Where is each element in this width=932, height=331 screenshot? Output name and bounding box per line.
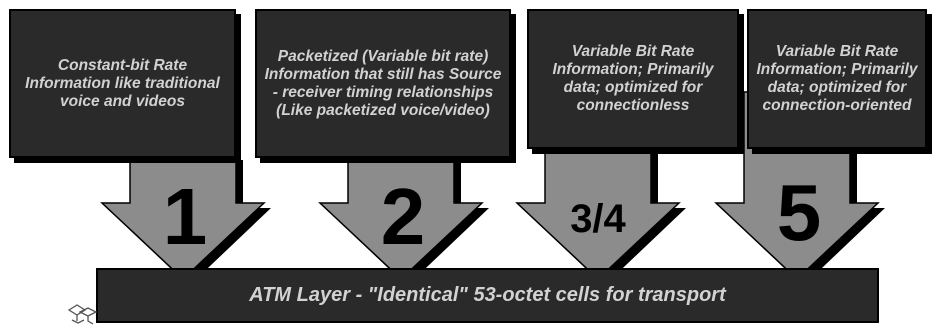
- arrow-2: [318, 155, 484, 281]
- aal2-text: Packetized (Variable bit rate) Informati…: [264, 47, 502, 119]
- aal2-box: Packetized (Variable bit rate) Informati…: [255, 9, 511, 158]
- aal1-text: Constant-bit Rate Information like tradi…: [25, 56, 220, 110]
- aal5-box: Variable Bit Rate Information; Primarily…: [747, 9, 927, 149]
- aal34-label: 3/4: [570, 197, 626, 241]
- atm-layer-bar: ATM Layer - "Identical" 53-octet cells f…: [96, 268, 879, 323]
- aal1-label: 1: [162, 172, 208, 261]
- atm-layer-text: ATM Layer - "Identical" 53-octet cells f…: [249, 284, 726, 306]
- arrow-3: [515, 145, 681, 281]
- aal5-label: 5: [776, 168, 822, 257]
- arrow-1: [100, 155, 266, 281]
- aal34-box: Variable Bit Rate Information; Primarily…: [527, 9, 739, 149]
- network-icon: [67, 304, 98, 325]
- aal5-text: Variable Bit Rate Information; Primarily…: [756, 43, 918, 114]
- aal34-text: Variable Bit Rate Information; Primarily…: [552, 43, 714, 114]
- aal1-box: Constant-bit Rate Information like tradi…: [9, 9, 236, 158]
- aal2-label: 2: [380, 172, 426, 261]
